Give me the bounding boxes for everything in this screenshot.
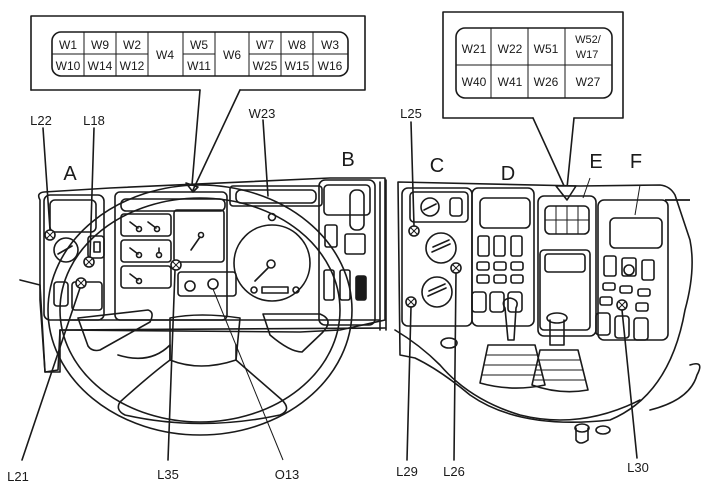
right-callout-frame [442, 11, 624, 119]
gear-lever-right [531, 312, 589, 393]
fuse-cell: W8 [288, 38, 306, 52]
fuse-cell: W25 [253, 59, 278, 73]
callout-l18: L18 [83, 113, 105, 128]
leader-e [582, 177, 591, 199]
panel-f [597, 199, 669, 341]
warning-strip [177, 271, 237, 297]
console-housing [397, 181, 693, 424]
leader-l22 [42, 127, 51, 231]
leader-w23 [262, 119, 269, 197]
steering-spokes [117, 344, 288, 425]
section-label-c: C [430, 155, 444, 177]
right-callout-arrowhead [555, 185, 577, 201]
fuse-cell-tall: W6 [223, 48, 241, 62]
left-callout-frame [30, 15, 366, 91]
right-callout-pointer-2 [566, 117, 575, 189]
callout-l30: L30 [627, 460, 649, 475]
fuse-cell: W15 [285, 59, 310, 73]
fuse-cell: W2 [123, 38, 141, 52]
right-fuse-block [455, 27, 613, 99]
leader-l30 [621, 309, 638, 459]
fuse-cell: W52/ [575, 34, 602, 46]
callout-l29: L29 [396, 464, 418, 479]
panel-c-knob-1 [425, 232, 457, 264]
lamp-marker-l29 [405, 296, 417, 308]
fuse-cell: W5 [190, 38, 208, 52]
left-callout-pointer-1 [191, 89, 201, 186]
speedometer [233, 224, 311, 302]
leader-l26 [453, 272, 457, 461]
section-label-f: F [630, 151, 642, 173]
section-label-d: D [501, 163, 515, 185]
leader-f [634, 184, 641, 216]
fuse-cell: W14 [88, 59, 113, 73]
console-knob [575, 427, 589, 444]
leader-l29 [406, 306, 412, 461]
fuse-cell: W10 [56, 59, 81, 73]
right-fuse-callout: W21 W22 W51 W52/ W17 W40 W41 W26 W27 [442, 11, 624, 201]
fuse-cell: W12 [120, 59, 145, 73]
left-fuse-callout: W1 W9 W2 W5 W7 W8 W3 W10 W14 W12 W11 W25… [30, 15, 366, 193]
section-label-b: B [341, 149, 354, 171]
callout-o13: O13 [275, 467, 300, 482]
fuse-cell: W51 [534, 42, 559, 56]
display-w23 [235, 189, 317, 204]
cluster-left [114, 191, 228, 321]
left-dashboard [19, 177, 387, 373]
cluster-gauge-small [173, 209, 225, 263]
panel-a-dial [53, 237, 79, 263]
steering-wheel-rim-outer [47, 184, 353, 436]
lamp-marker-l30 [616, 299, 628, 311]
lamp-marker-l25 [408, 225, 420, 237]
steering-wheel [47, 184, 353, 436]
right-dashboard [394, 181, 701, 444]
callout-l26: L26 [443, 464, 465, 479]
fuse-cell: W3 [321, 38, 339, 52]
fuse-cell: W11 [187, 59, 211, 73]
callout-l22: L22 [30, 113, 52, 128]
steering-wheel-rim-inner [59, 197, 341, 423]
leader-l18 [89, 127, 95, 258]
fuse-cell: W22 [498, 42, 523, 56]
fuse-cell: W26 [534, 75, 559, 89]
fuse-cell: W27 [576, 75, 601, 89]
fuse-cell: W17 [576, 49, 599, 61]
lamp-marker-l22 [44, 229, 56, 241]
fuse-cell: W9 [91, 38, 109, 52]
section-label-a: A [63, 163, 77, 185]
left-callout-pointer-2 [192, 89, 241, 191]
fuse-cell: W7 [256, 38, 274, 52]
fuse-cell: W16 [318, 59, 343, 73]
callout-l35: L35 [157, 467, 179, 482]
callout-w23: W23 [249, 106, 276, 121]
leader-lines [21, 119, 641, 461]
lamp-marker-l21 [75, 277, 87, 289]
leader-l35 [167, 269, 176, 461]
leader-o13 [212, 288, 284, 461]
lamp-marker-l26 [450, 262, 462, 274]
fuse-cell: W41 [498, 75, 523, 89]
steering-hub [169, 314, 241, 367]
lamp-markers [44, 225, 628, 311]
panel-c-knob-2 [421, 276, 453, 308]
fuse-cell: W21 [462, 42, 487, 56]
fuse-cell: W1 [59, 38, 77, 52]
gear-lever-left [479, 297, 546, 389]
right-callout-pointer-1 [532, 117, 566, 189]
section-label-e: E [589, 151, 602, 173]
callout-l21: L21 [7, 469, 29, 484]
panel-e [537, 195, 597, 337]
leader-l21 [21, 287, 81, 461]
lamp-marker-l35 [170, 259, 182, 271]
lamp-marker-l18 [83, 256, 95, 268]
panel-b [318, 179, 376, 326]
callout-l25: L25 [400, 106, 422, 121]
fuse-cell: W40 [462, 75, 487, 89]
leader-l25 [410, 121, 415, 227]
panel-d [471, 187, 535, 327]
stalk-lever [349, 189, 365, 231]
fuse-cell-tall: W4 [156, 48, 174, 62]
